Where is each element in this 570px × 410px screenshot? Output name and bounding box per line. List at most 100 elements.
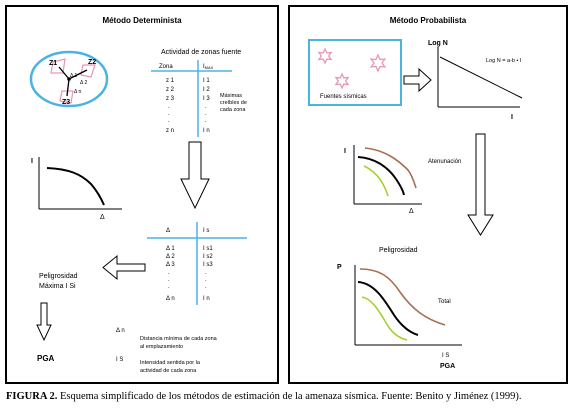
- is-label: .: [205, 284, 207, 290]
- imax-label: I 2: [203, 87, 210, 93]
- left-arrow-icon: [102, 254, 146, 281]
- haz-x-label-pga: PGA: [440, 363, 455, 370]
- map-label-deltan: Δ n: [74, 89, 81, 95]
- zone-label: z 2: [166, 87, 175, 93]
- is-label: I n: [203, 296, 210, 302]
- haz-curve-lower: [361, 296, 408, 341]
- intensity-decay-chart: I Δ: [31, 157, 122, 221]
- max-note-line2: creíbles de: [220, 100, 247, 106]
- map-label-z1: Z1: [49, 60, 57, 67]
- map-label-delta2: Δ 2: [80, 80, 87, 86]
- source-star-icon: [369, 53, 387, 73]
- deterministic-diagram: Método Determinista Z1 Z2 Z3 Δ 1 Δ 2 Δ n…: [29, 16, 247, 374]
- imax-col-header: IMAX: [203, 64, 214, 70]
- distance-line-3: [66, 78, 70, 97]
- source-zone-map: Z1 Z2 Z3 Δ 1 Δ 2 Δ n: [29, 50, 109, 108]
- caption-text: Esquema simplificado de los métodos de e…: [57, 391, 522, 402]
- legend-symbol-intensity: I S: [116, 357, 123, 363]
- imax-label: .: [205, 104, 207, 110]
- haz-y-label: P: [337, 264, 342, 271]
- attenuation-chart: I Δ Atenunación: [344, 145, 461, 215]
- haz-curve-middle: [357, 281, 419, 336]
- delta-label: .: [168, 284, 170, 290]
- big-down-arrow-icon: [467, 133, 494, 236]
- site-point: [67, 77, 71, 81]
- delta-label: .: [168, 277, 170, 283]
- zone-label: z 1: [166, 78, 175, 84]
- small-down-arrow-icon: [36, 302, 52, 342]
- atten-curve-lower: [363, 165, 389, 197]
- caption-prefix: FIGURA 2.: [6, 391, 58, 402]
- distance-line-2: [68, 69, 88, 80]
- legend-text-distance-1: Distancia mínima de cada zona: [140, 336, 218, 342]
- map-label-z3: Z3: [62, 99, 70, 106]
- zone-label: z n: [166, 128, 174, 134]
- source-star-icon: [334, 72, 350, 90]
- legend-text-intensity-1: Intensidad sentida por la: [140, 360, 201, 366]
- decay-curve: [46, 167, 105, 206]
- probabilistic-diagram: Método Probabilista Fuentes sísmicas Log…: [308, 16, 523, 370]
- figure-caption: FIGURA 2. Esquema simplificado de los mé…: [6, 391, 566, 402]
- imax-label: I n: [203, 128, 210, 134]
- zone-label: .: [168, 118, 170, 124]
- is-label: I s3: [203, 262, 213, 268]
- zone-z1-shape: [50, 58, 66, 74]
- gr-x-label: I: [511, 114, 513, 121]
- zone-label: .: [168, 111, 170, 117]
- imax-label: I 3: [203, 96, 210, 102]
- imax-label: .: [205, 111, 207, 117]
- probabilistic-title: Método Probabilista: [390, 16, 467, 25]
- zone-z3-shape: [59, 90, 74, 104]
- hazard-chart: Peligrosidad P Total I S PGA: [337, 247, 462, 370]
- legend-text-intensity-2: actividad de cada zona: [140, 368, 197, 374]
- haz-curve-total: [359, 268, 446, 326]
- gr-line: [439, 56, 523, 99]
- imax-label: I 1: [203, 78, 210, 84]
- atten-curve-upper: [364, 147, 417, 189]
- map-label-delta1: Δ 1: [70, 73, 77, 79]
- delta-label: Δ 2: [166, 254, 175, 260]
- gutenberg-richter-chart: Log N Log N = a-b • I I: [428, 40, 523, 121]
- gr-y-label: Log N: [428, 40, 448, 47]
- distance-line-1: [58, 66, 70, 80]
- is-label: I s2: [203, 254, 213, 260]
- zones-header: Actividad de zonas fuente: [161, 49, 241, 56]
- source-star-icon: [317, 47, 333, 65]
- imax-label: .: [205, 118, 207, 124]
- map-label-z2: Z2: [88, 59, 96, 66]
- atten-y-label: I: [344, 148, 346, 155]
- is-label: .: [205, 277, 207, 283]
- haz-total-label: Total: [438, 299, 451, 305]
- decay-y-label: I: [31, 158, 33, 165]
- atten-x-label: Δ: [409, 208, 414, 215]
- delta-label: Δ 3: [166, 262, 175, 268]
- down-arrow-icon: [180, 141, 210, 210]
- decay-x-label: Δ: [100, 214, 105, 221]
- legend-text-distance-2: al emplazamiento: [140, 344, 183, 350]
- legend-symbol-distance: Δ n: [116, 328, 125, 334]
- zone-label: z 3: [166, 96, 175, 102]
- delta-label: Δ 1: [166, 246, 175, 252]
- peligrosidad-label: Peligrosidad: [39, 273, 78, 280]
- is-col-header: I s: [203, 228, 209, 234]
- deterministic-title: Método Determinista: [102, 16, 182, 25]
- pga-label: PGA: [37, 354, 55, 363]
- atten-curve-middle: [357, 156, 405, 196]
- is-label: .: [205, 270, 207, 276]
- probabilistic-panel: Método Probabilista Fuentes sísmicas Log…: [288, 5, 568, 384]
- deterministic-panel: Método Determinista Z1 Z2 Z3 Δ 1 Δ 2 Δ n…: [5, 5, 279, 384]
- max-note-line3: cada zona: [220, 107, 246, 113]
- delta-label: Δ n: [166, 296, 175, 302]
- hazard-title: Peligrosidad: [379, 247, 418, 254]
- delta-label: .: [168, 270, 170, 276]
- zone-label: .: [168, 104, 170, 110]
- haz-x-label-is: I S: [442, 353, 449, 359]
- max-note-line1: Máximas: [220, 93, 242, 99]
- maxima-label: Máxima I Si: [39, 283, 76, 290]
- zone-col-header: Zona: [159, 64, 173, 70]
- delta-col-header: Δ: [166, 228, 170, 234]
- zone-z2-shape: [80, 64, 96, 78]
- right-arrow-icon: [403, 67, 432, 93]
- gr-formula: Log N = a-b • I: [486, 58, 522, 64]
- is-label: I s1: [203, 246, 213, 252]
